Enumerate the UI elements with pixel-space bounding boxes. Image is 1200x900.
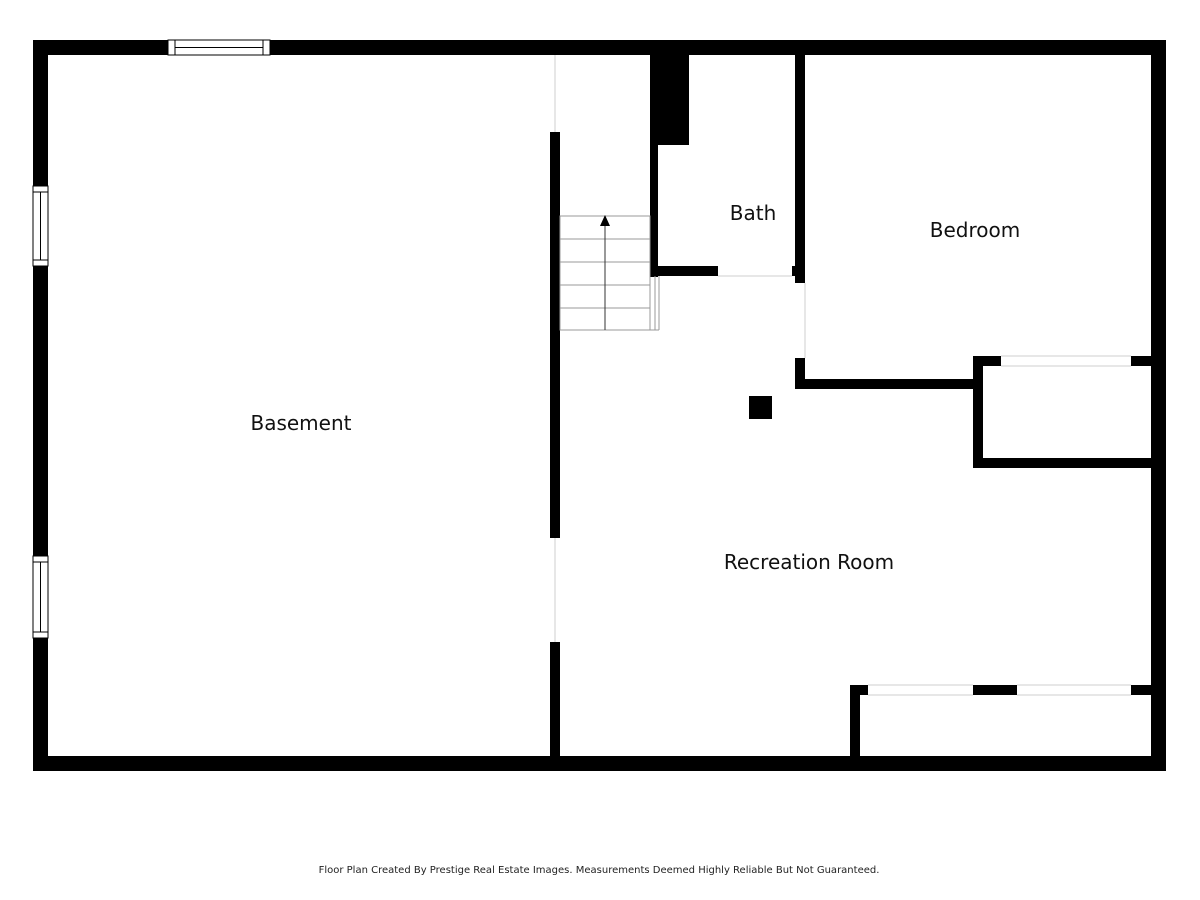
bath-wall-bottom-right bbox=[792, 266, 805, 276]
window-left-lower bbox=[32, 555, 49, 639]
divider-wall-upper bbox=[550, 132, 560, 538]
outer-wall-left-bottom bbox=[33, 638, 48, 771]
divider-wall-lower bbox=[550, 642, 560, 771]
storage-wall-top-left bbox=[850, 685, 868, 695]
storage-wall-top-right bbox=[1131, 685, 1166, 695]
storage-wall-top-middle bbox=[973, 685, 1017, 695]
outer-wall-left-top bbox=[33, 40, 48, 186]
stairs-up-arrow-icon bbox=[600, 215, 610, 226]
room-label-basement: Basement bbox=[250, 411, 351, 435]
window-left-upper bbox=[32, 185, 49, 267]
outer-wall-right bbox=[1151, 40, 1166, 771]
bath-wall-right bbox=[795, 55, 805, 283]
footer-disclaimer: Floor Plan Created By Prestige Real Esta… bbox=[319, 865, 880, 876]
bedroom-wall-bottom bbox=[795, 379, 983, 389]
room-label-bedroom: Bedroom bbox=[930, 218, 1020, 242]
bedroom-wall-left-stub bbox=[795, 358, 805, 388]
closet-wall-top-left bbox=[973, 356, 1001, 366]
storage-wall-left bbox=[850, 685, 860, 771]
closet-wall-top-right bbox=[1131, 356, 1166, 366]
bath-wall-bottom-left bbox=[650, 266, 718, 276]
closet-wall-left bbox=[973, 356, 983, 468]
windows bbox=[32, 39, 271, 639]
room-label-bath: Bath bbox=[730, 201, 777, 225]
bath-wall-left bbox=[650, 55, 658, 277]
stairs bbox=[559, 215, 660, 331]
outer-walls bbox=[33, 40, 1166, 771]
openings bbox=[554, 55, 1131, 696]
room-label-recreation-room: Recreation Room bbox=[724, 550, 894, 574]
interior-walls bbox=[550, 55, 1166, 771]
closet-wall-bottom bbox=[973, 458, 1166, 468]
support-column bbox=[749, 396, 772, 419]
outer-wall-top-right bbox=[270, 40, 1166, 55]
outer-wall-left-middle bbox=[33, 266, 48, 556]
window-top bbox=[167, 39, 271, 56]
outer-wall-top-left bbox=[33, 40, 168, 55]
outer-wall-bottom bbox=[33, 756, 1166, 771]
